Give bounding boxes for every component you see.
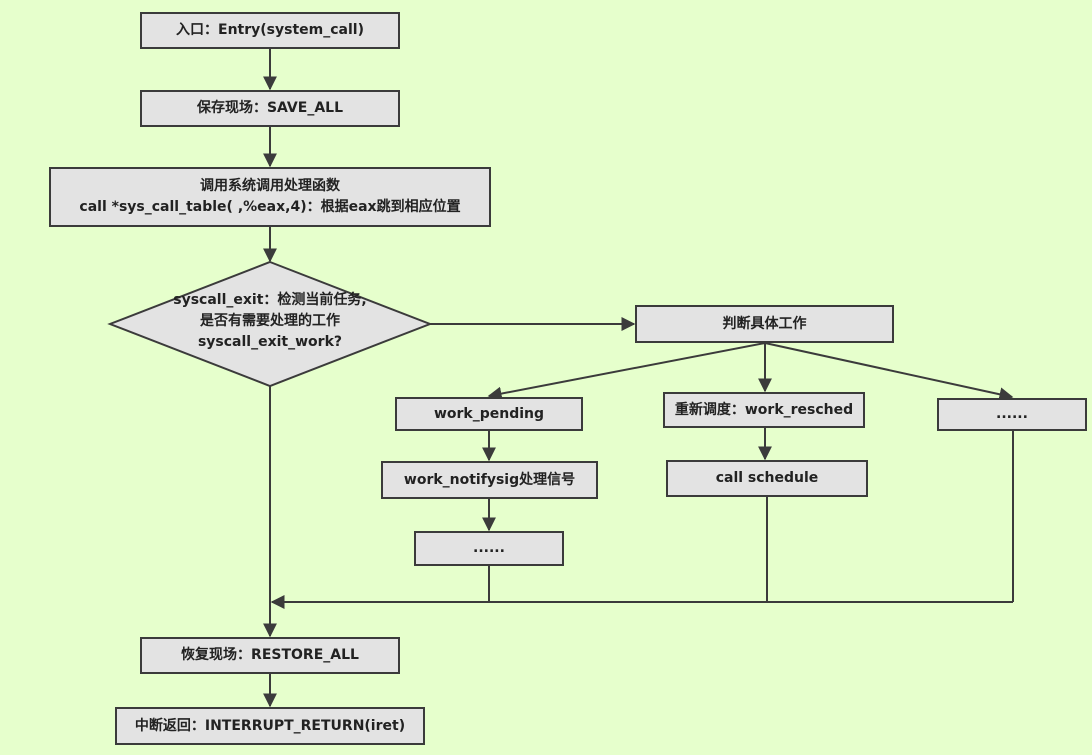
restore-all-box: 恢复现场：RESTORE_ALL [140, 637, 400, 674]
decision-diamond [107, 260, 433, 388]
arrow-judge-to-more-right [764, 342, 1014, 402]
judge-label: 判断具体工作 [722, 315, 807, 332]
interrupt-return-label: 中断返回：INTERRUPT_RETURN(iret) [134, 717, 406, 734]
save-all-box: 保存现场：SAVE_ALL [140, 90, 400, 127]
decision-line1: syscall_exit：检测当前任务, [173, 292, 367, 308]
work-pending-label: work_pending [433, 405, 545, 422]
interrupt-return-box: 中断返回：INTERRUPT_RETURN(iret) [115, 707, 425, 745]
work-notifysig-label: work_notifysig处理信号 [403, 471, 576, 488]
call-schedule-label: call schedule [715, 470, 819, 486]
decision-line3: syscall_exit_work? [197, 334, 343, 350]
decision-text: syscall_exit：检测当前任务, 是否有需要处理的工作 syscall_… [110, 290, 430, 353]
work-resched-box: 重新调度：work_resched [663, 392, 865, 428]
more-left-box: ...... [414, 531, 564, 566]
call-handler-line2: call *sys_call_table( ,%eax,4)：根据eax跳到相应… [79, 199, 461, 215]
work-resched-label: 重新调度：work_resched [674, 401, 854, 418]
restore-all-label: 恢复现场：RESTORE_ALL [181, 647, 359, 663]
judge-box: 判断具体工作 [635, 305, 894, 343]
call-schedule-box: call schedule [666, 460, 868, 497]
decision-line2: 是否有需要处理的工作 [200, 313, 340, 329]
call-handler-line1: 调用系统调用处理函数 [200, 178, 340, 194]
save-all-label: 保存现场：SAVE_ALL [196, 100, 344, 116]
more-left-label: ...... [473, 540, 505, 556]
work-notifysig-box: work_notifysig处理信号 [381, 461, 598, 499]
arrow-judge-to-work-pending [487, 342, 766, 401]
work-pending-box: work_pending [395, 397, 583, 431]
entry-box: 入口：Entry(system_call) [140, 12, 400, 49]
more-right-box: ...... [937, 398, 1087, 431]
call-handler-box: 调用系统调用处理函数 call *sys_call_table( ,%eax,4… [49, 167, 491, 227]
more-right-label: ...... [996, 406, 1028, 422]
entry-label: 入口：Entry(system_call) [176, 22, 364, 38]
